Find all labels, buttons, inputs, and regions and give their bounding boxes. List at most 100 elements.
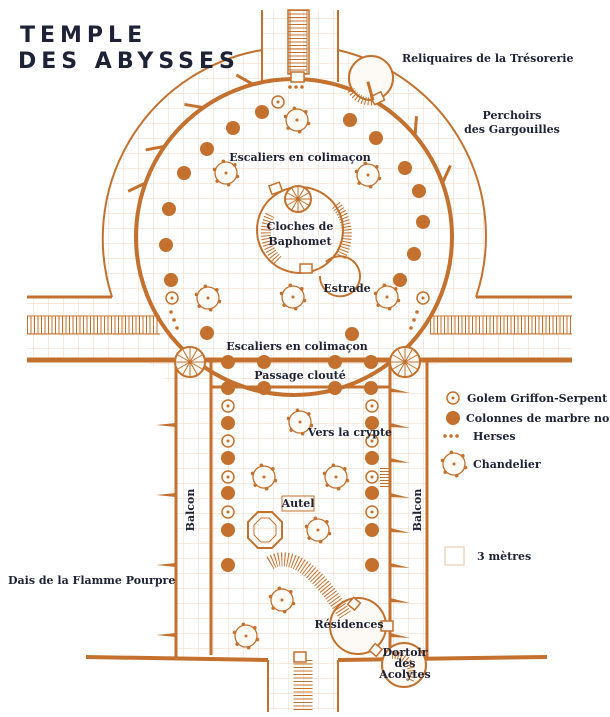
chandelier-center [291,295,295,299]
chandelier-candle [286,126,290,130]
chandelier-candle [286,416,291,421]
wall-spike [390,423,410,428]
label-spiral-bottom: Escaliers en colimaçon [226,340,368,353]
label-flame-dais: Dais de la Flamme Pourpre [8,574,175,587]
column-icon [255,105,269,119]
label-dorm-2: des [395,657,416,670]
chandelier-center [206,296,210,300]
column-icon [446,411,460,425]
chandelier-candle [232,630,237,635]
column-icon [164,273,178,287]
chandelier-candle [215,179,219,183]
wall-spike [390,528,410,533]
chandelier-candle [246,645,251,650]
golem-icon-center [226,475,230,479]
column-icon [369,131,383,145]
portcullis-icon [175,326,179,330]
chandelier-candle [282,609,287,614]
chandelier-candle [336,486,341,491]
golem-icon-center [370,404,374,408]
wall-spike [390,388,410,393]
spiral-stair-step [189,361,198,376]
column-icon [328,355,342,369]
chandelier-candle [304,110,308,114]
spiral-stair-step [182,361,191,376]
chandelier-candle [300,287,304,291]
column-icon [200,142,214,156]
doors [267,71,394,663]
chandelier-candle [309,423,314,428]
chandelier-candle [277,586,282,591]
spiral-stair-step [404,354,419,363]
chandelier-candle [327,531,332,536]
chandelier-candle [318,539,323,544]
column-icon [365,558,379,572]
chandelier-center [316,528,320,532]
spiral-stair-step [176,361,191,370]
chandelier-candle [373,291,378,296]
chandelier-candle [376,303,380,307]
wall-spike [127,181,147,193]
column-icon [365,486,379,500]
wall-spike [235,73,254,86]
spiral-stair-step [182,348,191,363]
chandelier-candle [233,163,237,167]
spiral-stair-step [176,354,191,363]
chandelier-candle [289,590,293,594]
chandelier-candle [331,463,336,468]
chandelier-candle [235,642,239,646]
chandelier-candle [325,520,329,524]
chandelier-candle [226,182,231,187]
chandelier-center [224,171,228,175]
chandelier-center [452,462,456,466]
legend-column-label: Colonnes de marbre noir [466,412,610,425]
legend-portcullis-icon [455,434,459,438]
label-altar: Autel [281,497,315,510]
chandelier-candle [440,458,445,463]
portcullis-icon [409,326,413,330]
chandelier-candle [203,284,208,289]
chandelier-candle [259,463,264,468]
chandelier-center [244,634,248,638]
chandelier-center [298,420,302,424]
altar-box [281,495,315,512]
chandelier-center [334,475,338,479]
label-perches-1: Perchoirs [483,109,542,122]
chandelier-candle [295,408,300,413]
label-balcony-right: Balcon [411,489,424,532]
column-icon [407,247,421,261]
column-icon [328,381,342,395]
chandelier-candle [215,288,219,292]
chandelier-center [366,173,370,177]
column-icon [365,451,379,465]
portcullis-icon [300,85,304,89]
spiral-stair-step [286,198,299,206]
wall-spike [390,633,410,638]
chandelier-candle [212,167,217,172]
chandelier-candle [304,524,309,529]
wall-spike [390,598,410,603]
column-icon [226,121,240,135]
chandelier-candle [221,159,226,164]
chandelier-candle [268,594,273,599]
column-icon [365,416,379,430]
spiral-stair-step [189,361,204,370]
chandelier-candle [271,467,275,471]
chandelier-candle [463,465,468,470]
spiral-stair-step [189,348,198,363]
label-residences: Résidences [314,618,383,631]
chandelier-candle [253,483,257,487]
column-icon [221,523,235,537]
legend-portcullis-icon [443,434,447,438]
chandelier-candle [271,606,275,610]
chandelier-candle [279,291,284,296]
chandelier-candle [345,478,350,483]
legend-portcullis-icon [449,434,453,438]
wall-spike [390,563,410,568]
stairs [27,9,572,712]
legend-scale-label: 3 mètres [477,550,531,563]
golem-icon-center [451,396,455,400]
spiral-stair-step [297,198,305,211]
wall-spike [390,493,410,498]
column-icon [221,416,235,430]
